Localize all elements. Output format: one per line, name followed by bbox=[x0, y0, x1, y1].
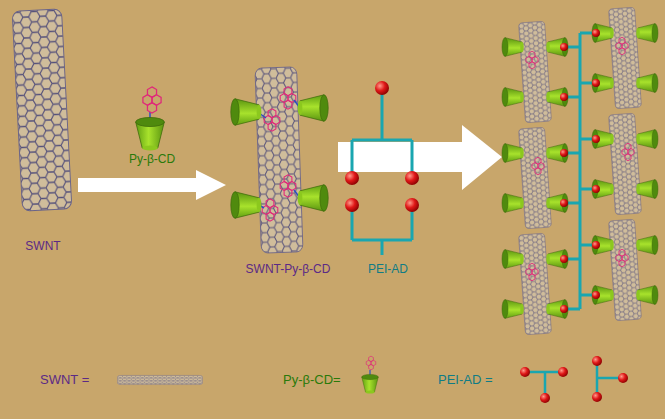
pyrene-ring bbox=[616, 37, 628, 55]
cyclodextrin-cone bbox=[636, 24, 658, 43]
cyclodextrin-cone bbox=[502, 88, 524, 107]
cyclodextrin-cone bbox=[546, 250, 568, 269]
cyclodextrin-cone bbox=[546, 38, 568, 57]
cyclodextrin-cone bbox=[636, 286, 658, 305]
legend-cone bbox=[362, 374, 379, 393]
pyrene-ring bbox=[264, 109, 280, 132]
legend-label: SWNT = bbox=[40, 372, 89, 387]
adamantane-ball bbox=[375, 81, 389, 95]
pyrene-ring bbox=[280, 175, 296, 198]
pyrene-ring bbox=[262, 199, 278, 222]
cyclodextrin-cone bbox=[546, 194, 568, 213]
legend-label: Py-β-CD= bbox=[283, 372, 341, 387]
cyclodextrin-cone bbox=[592, 24, 614, 43]
pyrene-ring bbox=[532, 157, 544, 175]
nanotube bbox=[519, 233, 552, 335]
nanotube bbox=[519, 21, 552, 123]
legend-label: PEI-AD = bbox=[438, 372, 493, 387]
legend-nanotube bbox=[118, 375, 203, 384]
nanotube bbox=[12, 9, 72, 211]
process-arrow bbox=[338, 125, 502, 190]
cyclodextrin-cone bbox=[636, 180, 658, 199]
cyclodextrin-cone bbox=[298, 95, 329, 121]
legend-polymer bbox=[525, 361, 621, 396]
nanotube bbox=[255, 67, 303, 253]
legend-item: Py-β-CD= bbox=[283, 372, 341, 387]
cyclodextrin-cone bbox=[592, 74, 614, 93]
pyrene-ring bbox=[526, 263, 538, 281]
pyrene-ring bbox=[622, 143, 634, 161]
adamantane-ball bbox=[405, 198, 419, 212]
cyclodextrin-cone bbox=[592, 130, 614, 149]
cyclodextrin-cone bbox=[636, 74, 658, 93]
structure-label: SWNT bbox=[25, 239, 60, 253]
nanotube bbox=[609, 7, 642, 109]
cyclodextrin-cone bbox=[592, 180, 614, 199]
linker bbox=[259, 100, 300, 208]
legend-item: PEI-AD = bbox=[438, 372, 493, 387]
cyclodextrin-cone bbox=[231, 99, 262, 125]
polymer-chain bbox=[352, 90, 412, 255]
cyclodextrin-cone bbox=[502, 250, 524, 269]
pyrene-ring bbox=[280, 87, 296, 110]
reagent-label: Py-β-CD bbox=[129, 152, 175, 166]
cyclodextrin-cone bbox=[298, 185, 329, 211]
cyclodextrin-cone bbox=[502, 38, 524, 57]
cyclodextrin-cone bbox=[231, 192, 262, 218]
cyclodextrin-cone bbox=[502, 300, 524, 319]
structure-node: SWNT bbox=[8, 3, 78, 253]
nanotube bbox=[609, 219, 642, 321]
legend-item: SWNT = bbox=[40, 372, 89, 387]
structure-node: PEI-AD bbox=[338, 78, 438, 276]
cyclodextrin-cone bbox=[502, 194, 524, 213]
legend-ball bbox=[520, 356, 628, 403]
adamantane-ball bbox=[345, 171, 359, 185]
legend-pyrene bbox=[366, 356, 376, 370]
adamantane-ball bbox=[345, 198, 359, 212]
cyclodextrin-cone bbox=[636, 236, 658, 255]
structure-label: PEI-AD bbox=[368, 262, 408, 276]
process-arrow bbox=[78, 170, 226, 200]
cyclodextrin-cone bbox=[136, 117, 165, 150]
pyrene-ring bbox=[616, 249, 628, 267]
pyrene-ring bbox=[526, 51, 538, 69]
cyclodextrin-cone bbox=[636, 130, 658, 149]
cyclodextrin-cone bbox=[546, 144, 568, 163]
nanotube bbox=[519, 127, 552, 229]
adamantane-ball bbox=[560, 29, 600, 313]
adamantane-ball bbox=[405, 171, 419, 185]
structure-label: SWNT-Py-β-CD bbox=[246, 262, 331, 276]
polymer-chain bbox=[565, 33, 595, 309]
cyclodextrin-cone bbox=[592, 286, 614, 305]
pyrene-ring bbox=[143, 87, 161, 113]
structure-node: SWNT-Py-β-CD bbox=[226, 62, 350, 276]
cyclodextrin-cone bbox=[546, 88, 568, 107]
nanotube bbox=[609, 113, 642, 215]
cyclodextrin-cone bbox=[592, 236, 614, 255]
cyclodextrin-cone bbox=[546, 300, 568, 319]
cyclodextrin-cone bbox=[502, 144, 524, 163]
